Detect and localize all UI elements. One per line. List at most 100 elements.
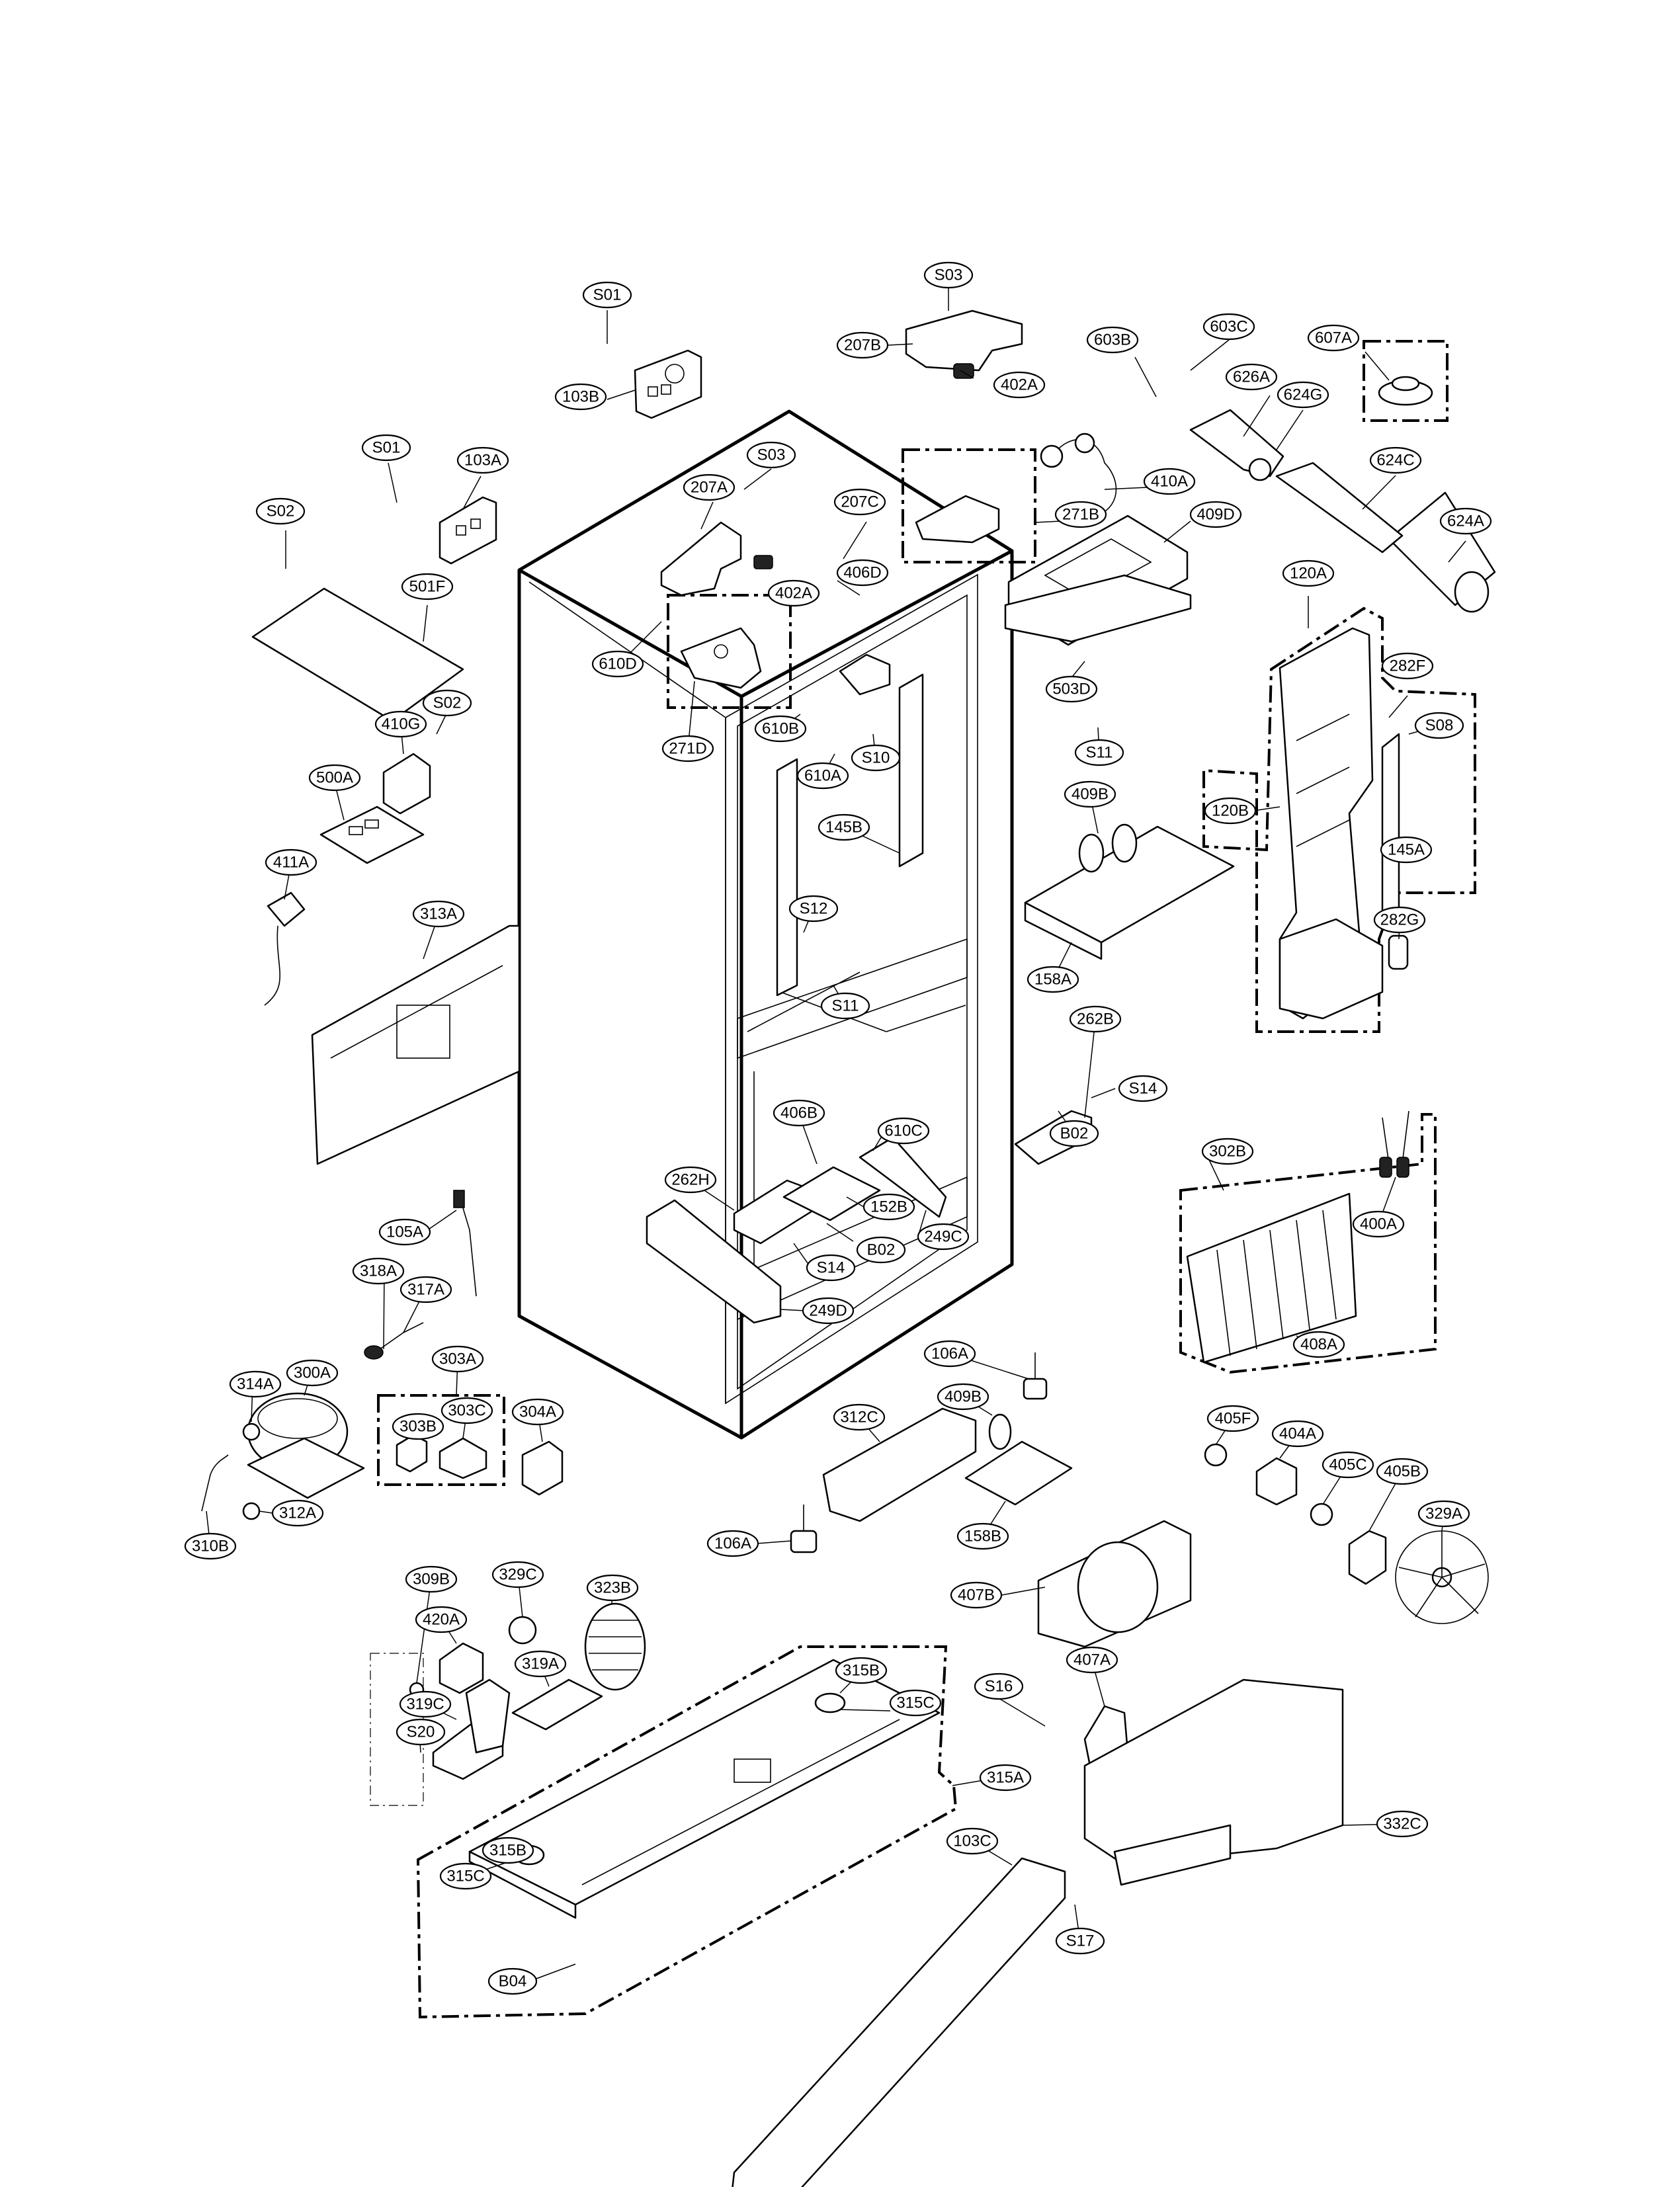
callout-103A: 103A — [456, 446, 509, 474]
callout-501F: 501F — [401, 573, 454, 600]
callout-405F: 405F — [1206, 1405, 1259, 1432]
callout-B04: B04 — [487, 1967, 538, 1995]
evaporator-302B — [1179, 1113, 1437, 1374]
svg-text:407A: 407A — [1073, 1651, 1111, 1669]
svg-text:406D: 406D — [843, 564, 881, 582]
callout-407B: 407B — [950, 1581, 1003, 1609]
callout-S08: S08 — [1414, 712, 1464, 739]
callout-624G: 624G — [1277, 381, 1329, 409]
svg-text:407B: 407B — [958, 1587, 995, 1604]
svg-text:315B: 315B — [843, 1662, 880, 1680]
svg-text:410G: 410G — [382, 716, 421, 733]
svg-text:S03: S03 — [935, 267, 963, 284]
svg-text:105A: 105A — [386, 1223, 423, 1241]
callout-610D: 610D — [591, 650, 644, 678]
svg-text:312C: 312C — [840, 1409, 878, 1426]
base-pan-315A — [416, 1645, 958, 2019]
cover-503D — [1004, 574, 1192, 643]
svg-text:410A: 410A — [1151, 473, 1188, 491]
svg-text:303C: 303C — [448, 1402, 485, 1420]
callout-S01: S01 — [361, 434, 411, 462]
cover-332C — [1083, 1678, 1344, 1886]
panel-103C — [732, 1857, 1066, 2187]
callout-303B: 303B — [392, 1413, 444, 1440]
svg-text:405F: 405F — [1215, 1410, 1251, 1428]
callout-158A: 158A — [1027, 966, 1079, 993]
callout-106A-top: 106A — [923, 1340, 976, 1368]
svg-text:106A: 106A — [931, 1345, 968, 1363]
svg-text:S02: S02 — [433, 694, 462, 712]
pipe-624A — [1388, 491, 1496, 613]
svg-text:207B: 207B — [844, 337, 881, 354]
callout-329A: 329A — [1417, 1500, 1470, 1528]
svg-text:408A: 408A — [1300, 1336, 1337, 1354]
svg-text:409D: 409D — [1197, 506, 1234, 524]
callout-312A: 312A — [271, 1499, 324, 1527]
callout-332C: 332C — [1376, 1810, 1429, 1838]
relay-410G — [382, 753, 431, 815]
callout-318A: 318A — [352, 1257, 405, 1285]
callout-314A: 314A — [229, 1370, 282, 1398]
bracket-207A — [660, 521, 773, 597]
callout-408A: 408A — [1292, 1331, 1345, 1358]
callout-313A: 313A — [412, 900, 465, 928]
rail-145B-left — [776, 758, 798, 997]
rail-145A — [1381, 733, 1400, 927]
tray-152B — [782, 1166, 881, 1221]
callout-S11-top: S11 — [1074, 739, 1124, 766]
svg-text:624C: 624C — [1376, 452, 1414, 470]
svg-text:158B: 158B — [964, 1528, 1001, 1546]
callout-S20: S20 — [396, 1718, 446, 1746]
svg-text:315A: 315A — [987, 1769, 1024, 1787]
svg-text:B02: B02 — [1060, 1125, 1089, 1143]
svg-text:409B: 409B — [1071, 786, 1109, 804]
svg-text:249C: 249C — [924, 1228, 962, 1246]
svg-text:249D: 249D — [809, 1302, 847, 1320]
compressor-300A — [247, 1392, 365, 1499]
callout-329C: 329C — [491, 1561, 544, 1589]
callout-S01-top: S01 — [582, 281, 632, 309]
callout-271B: 271B — [1054, 501, 1107, 528]
callout-315C-b: 315C — [439, 1862, 492, 1890]
callout-271D: 271D — [661, 735, 714, 763]
callout-152B: 152B — [862, 1193, 915, 1221]
svg-text:314A: 314A — [237, 1376, 274, 1393]
svg-text:262B: 262B — [1077, 1011, 1114, 1028]
power-cord-411A — [264, 891, 306, 1006]
svg-text:304A: 304A — [519, 1403, 556, 1421]
callout-300A: 300A — [286, 1359, 339, 1387]
callout-303C: 303C — [441, 1397, 493, 1424]
callout-S02: S02 — [255, 497, 306, 525]
svg-text:329A: 329A — [1425, 1505, 1462, 1523]
svg-text:207A: 207A — [691, 479, 728, 497]
callout-S03: S03 — [923, 261, 974, 289]
svg-text:405B: 405B — [1384, 1463, 1421, 1481]
svg-text:332C: 332C — [1383, 1815, 1421, 1833]
callout-S17: S17 — [1055, 1927, 1105, 1955]
svg-text:271B: 271B — [1062, 506, 1099, 524]
svg-text:610C: 610C — [884, 1122, 922, 1140]
svg-text:103C: 103C — [953, 1833, 991, 1850]
callout-624C: 624C — [1369, 446, 1422, 474]
svg-text:152B: 152B — [870, 1198, 907, 1216]
washer-405F — [1204, 1443, 1228, 1467]
svg-text:S02: S02 — [267, 503, 295, 520]
callout-302B: 302B — [1201, 1137, 1254, 1165]
callout-309B: 309B — [405, 1565, 458, 1593]
heater-400A — [1379, 1110, 1409, 1178]
callout-262B: 262B — [1069, 1005, 1122, 1033]
svg-text:S01: S01 — [593, 286, 622, 304]
callout-400A: 400A — [1352, 1210, 1405, 1238]
svg-text:607A: 607A — [1315, 329, 1352, 347]
motor-404A — [1255, 1457, 1298, 1506]
callout-103C: 103C — [946, 1827, 999, 1855]
callout-406D: 406D — [836, 559, 889, 587]
cover-plate-501F — [251, 587, 464, 722]
svg-text:271D: 271D — [669, 740, 706, 758]
callout-404A: 404A — [1271, 1420, 1324, 1448]
foot-106A — [790, 1505, 818, 1553]
duct-120A — [1202, 606, 1476, 1033]
callout-158B: 158B — [956, 1522, 1009, 1550]
callout-105A: 105A — [378, 1218, 431, 1246]
